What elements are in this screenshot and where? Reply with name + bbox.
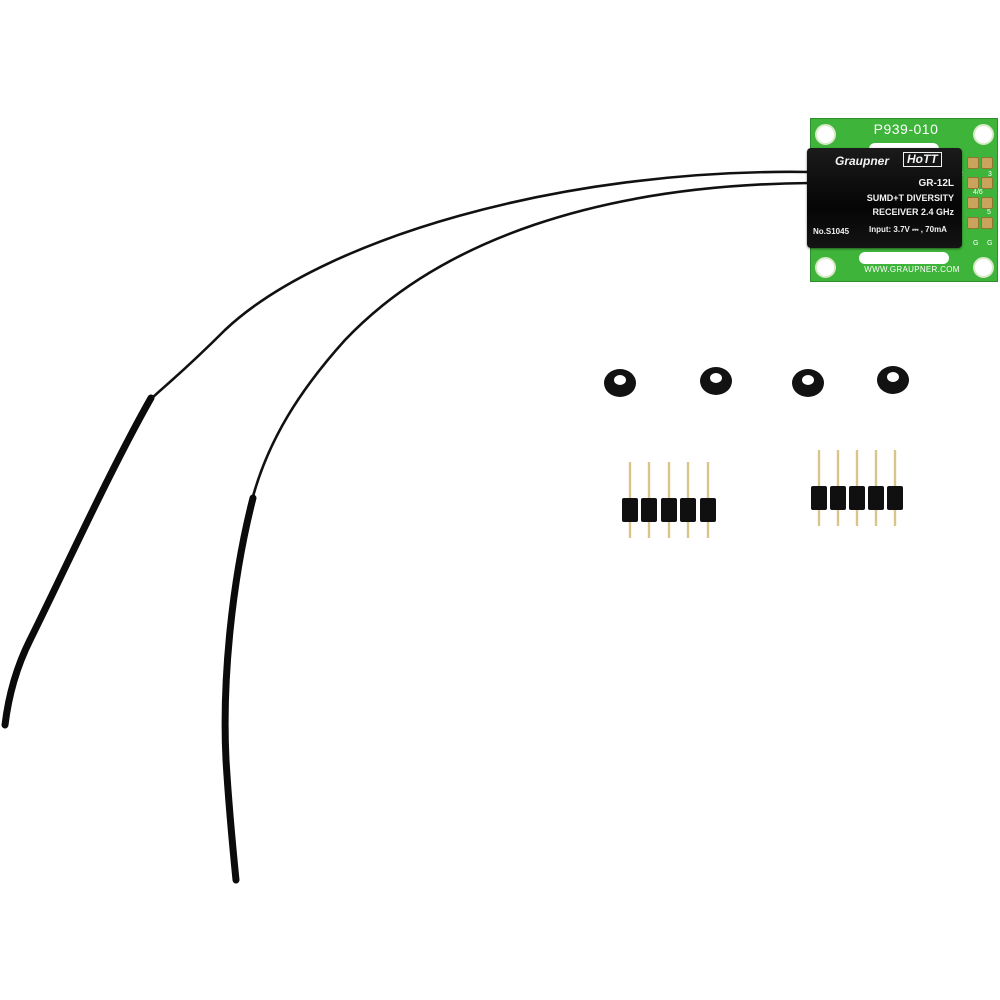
pin-label: 3 (988, 171, 992, 178)
hott-logo: HoTT (903, 152, 942, 167)
pin-label: G (973, 240, 979, 247)
solder-pad (981, 197, 993, 209)
input-spec: Input: 3.7V ⎓ , 70mA (869, 225, 947, 234)
solder-pad (967, 197, 979, 209)
solder-pad (967, 217, 979, 229)
solder-pad (981, 177, 993, 189)
grommet (792, 369, 824, 397)
receiver-shrink-wrap: Graupner HoTT GR-12L SUMD+T DIVERSITY RE… (807, 148, 962, 248)
solder-pad (967, 157, 979, 169)
antenna-wire-inner (221, 181, 812, 884)
solder-pad (981, 157, 993, 169)
pin-label: 5 (987, 209, 991, 216)
mounting-hole (815, 257, 836, 278)
pin-label: 4/6 (973, 189, 983, 196)
solder-pad (981, 217, 993, 229)
grommet (877, 366, 909, 394)
description-line-2: RECEIVER 2.4 GHz (872, 207, 954, 217)
model-name: GR-12L (918, 178, 954, 189)
grommet (604, 369, 636, 397)
description-line-1: SUMD+T DIVERSITY (866, 193, 954, 203)
pcb-part-number: P939-010 (873, 121, 939, 137)
pin-label: G (987, 240, 993, 247)
antenna-wire-outer (1, 170, 812, 729)
mounting-hole (973, 257, 994, 278)
mounting-hole (815, 124, 836, 145)
brand-logo: Graupner (835, 154, 890, 168)
pin-header-left (622, 462, 716, 538)
website-text: WWW.GRAUPNER.COM (864, 265, 960, 274)
pcb-slot (859, 252, 949, 264)
serial-number: No.S1045 (813, 227, 850, 236)
solder-pad (967, 177, 979, 189)
grommet (700, 367, 732, 395)
pin-header-right (811, 450, 903, 526)
mounting-hole (973, 124, 994, 145)
